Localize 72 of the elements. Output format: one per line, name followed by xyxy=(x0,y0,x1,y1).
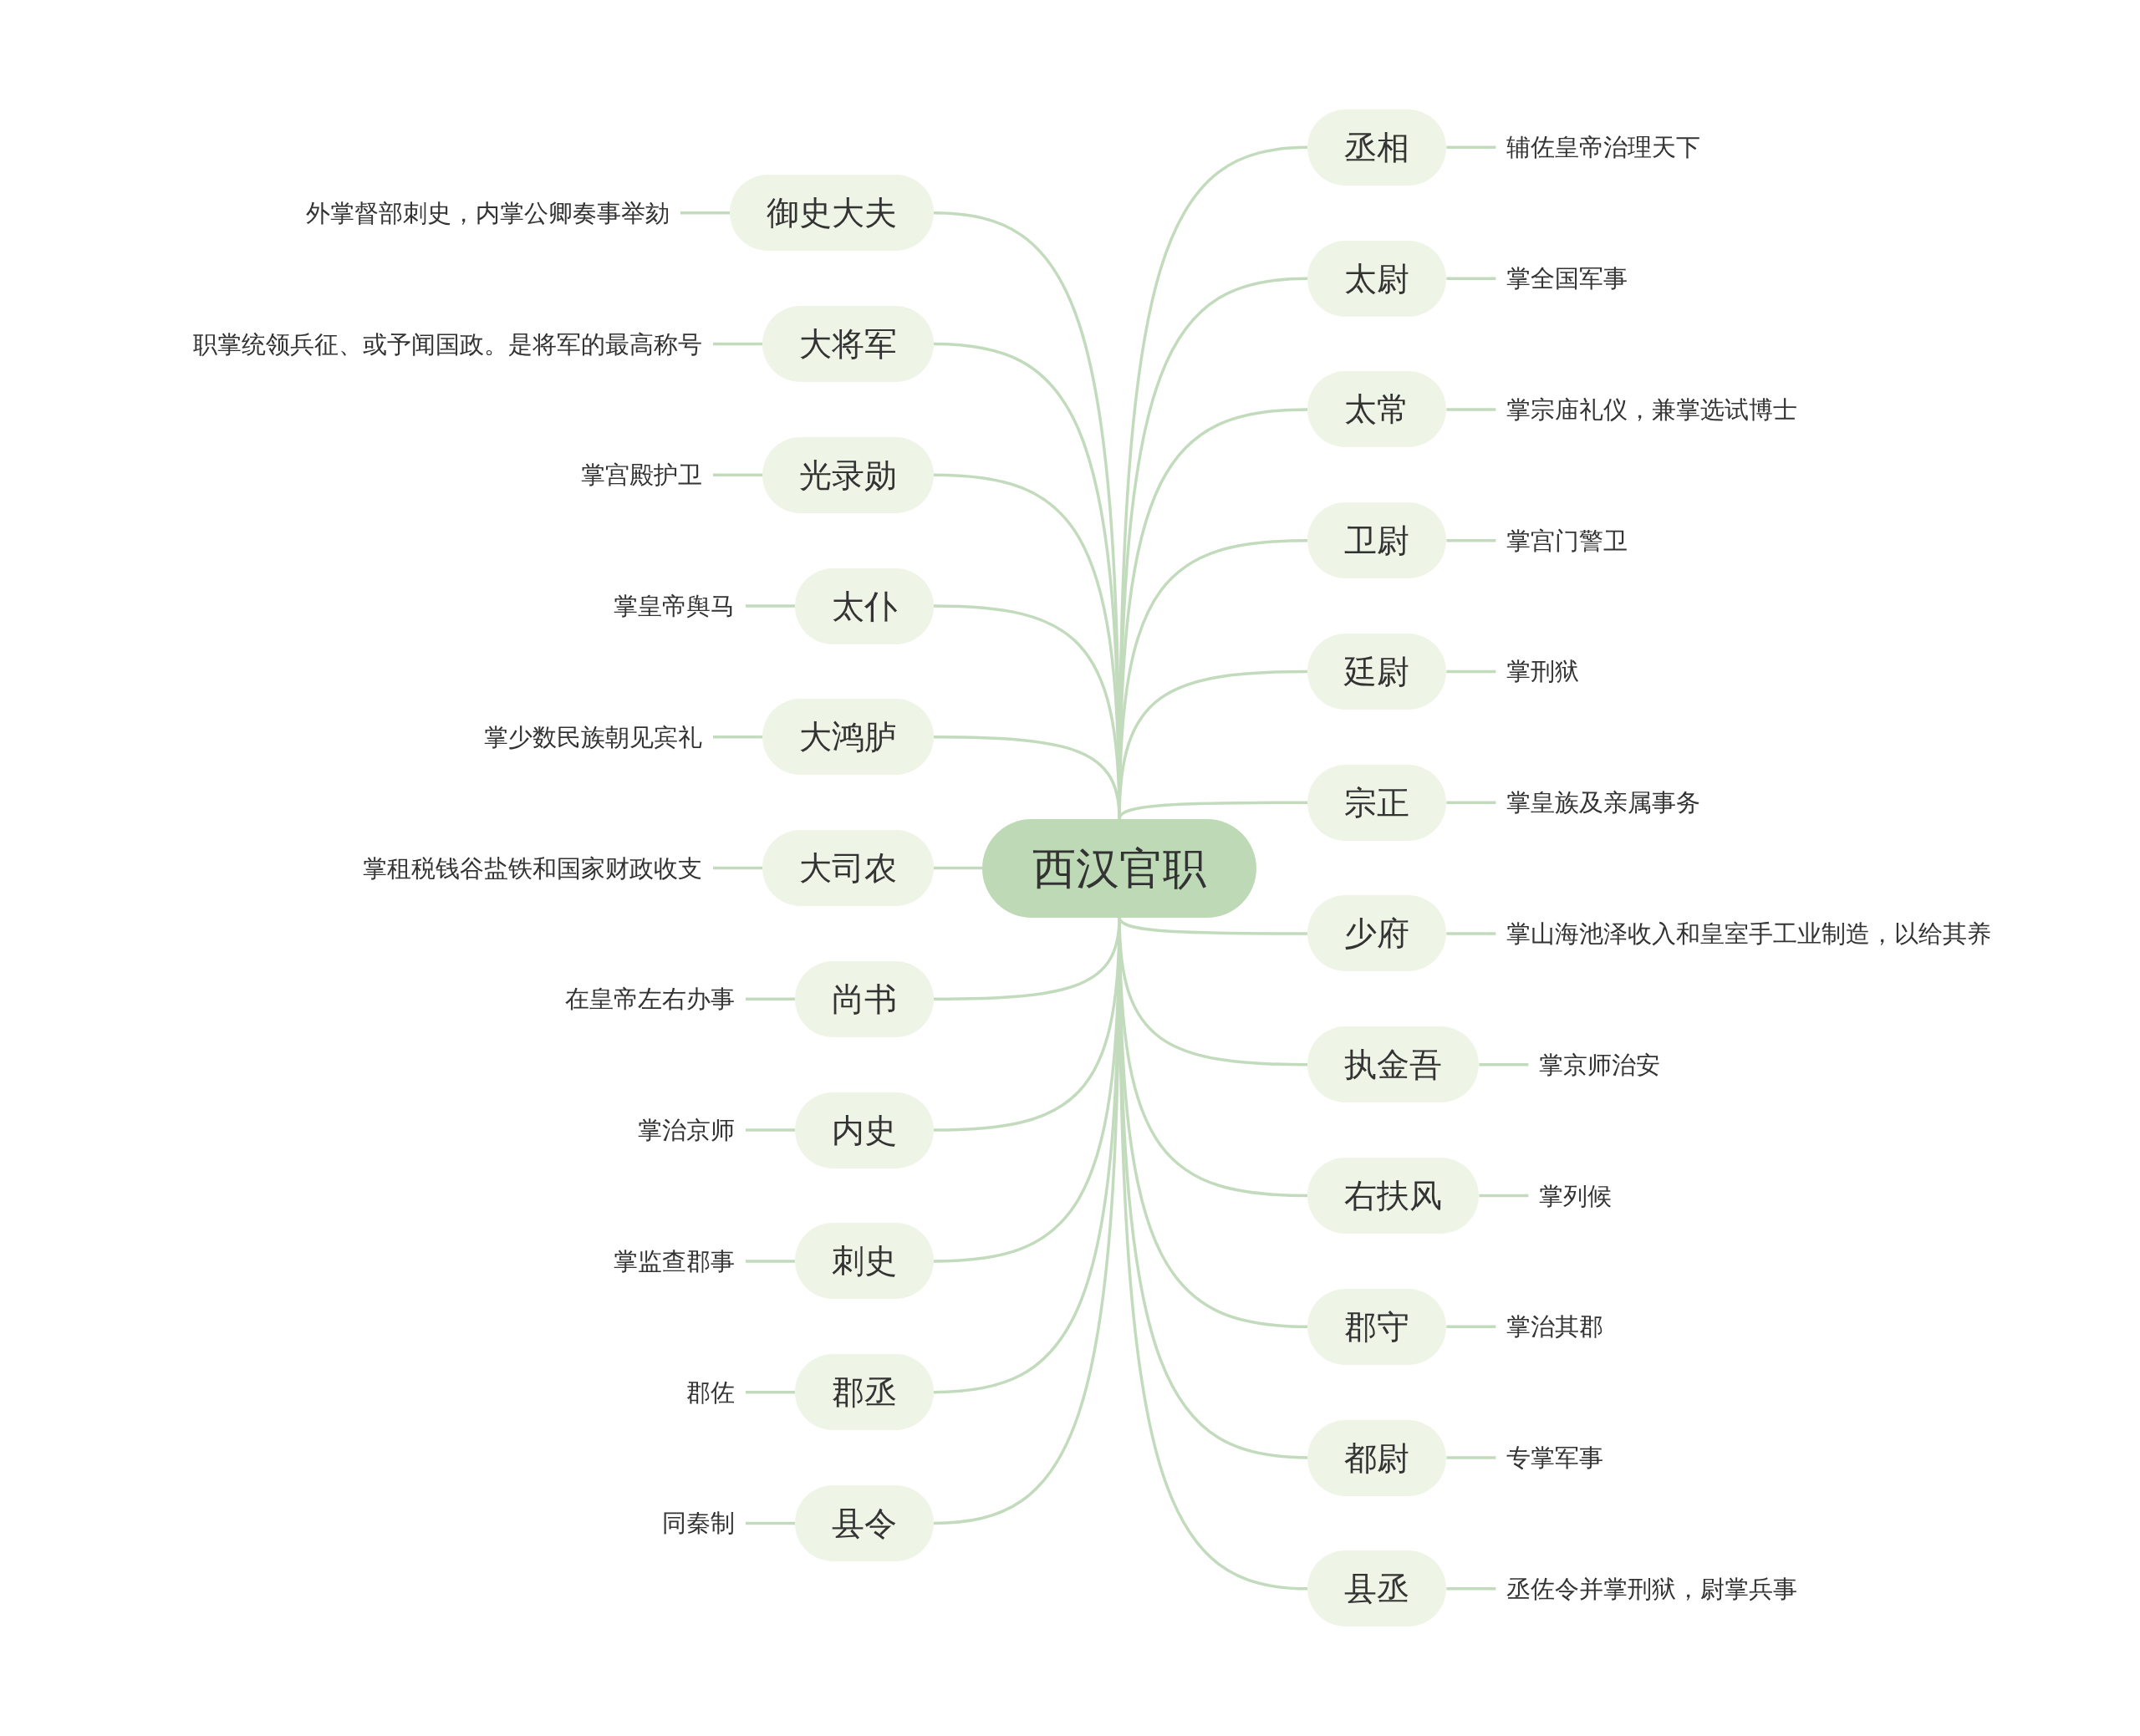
topic-box: 太常 xyxy=(1307,371,1447,448)
connector-line xyxy=(745,604,795,608)
note-text: 掌列候 xyxy=(1539,1179,1613,1213)
note-text: 掌宗庙礼仪，兼掌选试博士 xyxy=(1506,392,1798,426)
connector-line xyxy=(1446,801,1496,804)
topic-box: 县令 xyxy=(794,1484,934,1561)
note-text: 掌租税钱谷盐铁和国家财政收支 xyxy=(362,851,702,885)
note-text: 掌全国军事 xyxy=(1506,262,1628,296)
connector-line xyxy=(712,866,762,870)
topic-box: 大司农 xyxy=(762,830,934,907)
connector-line xyxy=(712,736,762,739)
note-text: 掌宫殿护卫 xyxy=(580,458,702,492)
topic-box: 都尉 xyxy=(1307,1419,1447,1496)
note-text: 郡佐 xyxy=(685,1375,735,1409)
topic-box: 郡守 xyxy=(1307,1288,1447,1365)
connector-line xyxy=(712,473,762,477)
connector-line xyxy=(1446,1587,1496,1591)
note-text: 在皇帝左右办事 xyxy=(564,982,735,1016)
topic-box: 御史大夫 xyxy=(729,175,934,252)
topic-box: 宗正 xyxy=(1307,764,1447,841)
topic-box: 刺史 xyxy=(794,1223,934,1300)
note-text: 掌宫门警卫 xyxy=(1506,523,1628,557)
connector-line xyxy=(745,997,795,1001)
connector-line xyxy=(745,1390,795,1394)
connector-line xyxy=(1446,1325,1496,1329)
note-text: 掌少数民族朝见宾礼 xyxy=(483,720,702,754)
note-text: 掌治京师 xyxy=(637,1113,735,1148)
note-text: 掌刑狱 xyxy=(1506,654,1580,689)
connector-line xyxy=(745,1521,795,1525)
topic-box: 郡丞 xyxy=(794,1354,934,1431)
note-text: 丞佐令并掌刑狱，尉掌兵事 xyxy=(1506,1571,1798,1606)
connector-line xyxy=(745,1260,795,1263)
note-text: 辅佐皇帝治理天下 xyxy=(1506,130,1701,165)
connector-line xyxy=(1118,669,1308,819)
topic-box: 执金吾 xyxy=(1307,1026,1480,1103)
connector-line xyxy=(745,1128,795,1132)
topic-box: 太尉 xyxy=(1307,240,1447,317)
note-text: 外掌督部刺史，内掌公卿奏事举劾 xyxy=(305,196,670,230)
connector-line xyxy=(1446,1456,1496,1459)
topic-box: 光录勋 xyxy=(762,436,934,513)
note-text: 职掌统领兵征、或予闻国政。是将军的最高称号 xyxy=(192,327,702,361)
topic-box: 少府 xyxy=(1307,895,1447,972)
note-text: 掌皇帝舆马 xyxy=(613,589,735,624)
connector-line xyxy=(1446,932,1496,935)
connector-line xyxy=(1479,1063,1529,1067)
note-text: 掌监查郡事 xyxy=(613,1244,735,1278)
note-text: 掌皇族及亲属事务 xyxy=(1506,786,1701,820)
topic-box: 大鸿胪 xyxy=(762,699,934,776)
note-text: 专掌军事 xyxy=(1506,1441,1604,1475)
note-text: 掌治其郡 xyxy=(1506,1310,1604,1344)
connector-line xyxy=(1446,277,1496,280)
topic-box: 廷尉 xyxy=(1307,633,1447,710)
topic-box: 丞相 xyxy=(1307,109,1447,186)
topic-box: 太仆 xyxy=(794,568,934,644)
topic-box: 县丞 xyxy=(1307,1550,1447,1627)
topic-box: 内史 xyxy=(794,1092,934,1168)
connector-line xyxy=(712,342,762,346)
topic-box: 右扶风 xyxy=(1307,1158,1480,1234)
topic-box: 尚书 xyxy=(794,960,934,1037)
connector-line xyxy=(1446,538,1496,542)
connector-line xyxy=(680,211,730,215)
topic-box: 大将军 xyxy=(762,306,934,382)
note-text: 掌山海池泽收入和皇室手工业制造，以给其养 xyxy=(1506,916,1992,950)
topic-box: 卫尉 xyxy=(1307,502,1447,579)
central-topic-box: 西汉官职 xyxy=(982,818,1257,918)
note-text: 同秦制 xyxy=(661,1506,735,1540)
connector-line xyxy=(1446,669,1496,674)
connector-line xyxy=(1446,145,1496,150)
connector-line xyxy=(1479,1194,1529,1198)
note-text: 掌京师治安 xyxy=(1539,1047,1661,1082)
connector-line xyxy=(1446,408,1496,411)
connector-line xyxy=(933,866,983,870)
